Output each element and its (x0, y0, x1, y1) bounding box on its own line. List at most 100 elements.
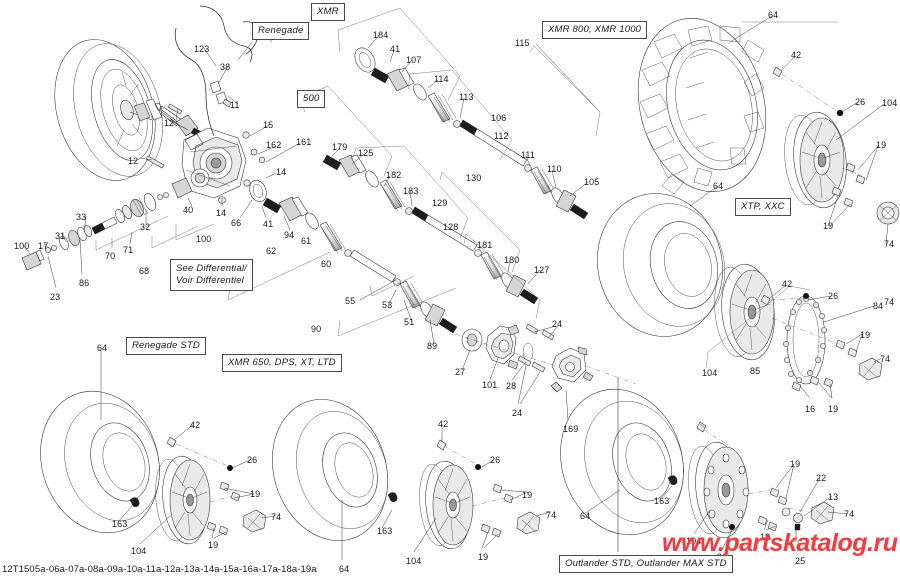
part-number: 100 (196, 234, 212, 244)
part-number: 42 (438, 419, 449, 429)
part-number: 74 (884, 239, 895, 249)
part-number: 104 (131, 546, 147, 556)
valve-cap-74-e (810, 501, 835, 525)
part-number: 114 (434, 74, 449, 84)
assembly-90-halfshaft-knuckle (227, 196, 637, 393)
part-number: 26 (828, 291, 839, 301)
part-number: 128 (443, 222, 459, 232)
part-number: 15 (263, 120, 274, 130)
callout-outlander-std: Outlander STD, Outlander MAX STD (559, 555, 733, 573)
part-number: 90 (311, 324, 322, 334)
part-number: 26 (855, 97, 866, 107)
part-number: 125 (358, 148, 374, 158)
differential-housing (181, 127, 247, 199)
beadlock-ring-84 (783, 295, 827, 385)
part-number: 64 (339, 564, 350, 574)
part-number: 106 (491, 113, 507, 123)
part-number: 123 (194, 44, 210, 54)
part-number: 32 (140, 222, 151, 232)
callout-renegade: Renegade (252, 22, 310, 40)
part-number: 41 (390, 44, 401, 54)
part-number: 104 (882, 98, 898, 108)
part-number: 107 (406, 55, 422, 65)
part-number: 112 (494, 131, 509, 141)
part-number: 19 (823, 221, 834, 231)
valve-cap-74-c (242, 509, 267, 533)
part-number: 130 (466, 173, 482, 183)
part-number: 68 (139, 266, 150, 276)
part-number: 62 (266, 246, 277, 256)
callout-text: Renegade (258, 25, 304, 36)
assembly-bottomcentre-xmr650 (272, 399, 541, 550)
part-number: 64 (580, 511, 591, 521)
part-number: 163 (112, 519, 128, 529)
part-number: 162 (266, 140, 282, 150)
wheel-xmr650 (419, 460, 474, 550)
wheel-renegade-std (155, 455, 211, 545)
callout-see-differential: See Differential/ Voir Différentiel (170, 259, 253, 291)
part-number: 31 (55, 231, 66, 241)
callout-text: 500 (303, 93, 320, 104)
assembly-bottomright-outlander-std (560, 378, 835, 552)
part-number: 19 (250, 489, 261, 499)
assembly-xmr-halfshaft (337, 7, 601, 220)
part-number: 74 (880, 354, 891, 364)
part-number: 26 (490, 455, 501, 465)
part-number: 64 (713, 181, 724, 191)
part-number: 42 (791, 50, 802, 60)
leader-lines (23, 15, 889, 560)
part-number: 127 (534, 265, 550, 275)
callout-text: XMR (317, 6, 339, 17)
part-number: 169 (563, 424, 579, 434)
callout-text: XMR 650, DPS, XT, LTD (228, 357, 336, 368)
assembly-topright-xmr-tire (637, 18, 900, 225)
part-number: 104 (406, 556, 422, 566)
part-number: 14 (216, 208, 227, 218)
part-number: 74 (271, 512, 282, 522)
part-number: 85 (750, 366, 761, 376)
part-number: 24 (552, 319, 563, 329)
part-number: 22 (816, 473, 827, 483)
part-number: 129 (432, 198, 448, 208)
part-number: 64 (768, 10, 779, 20)
part-number: 19 (828, 404, 839, 414)
part-number: 163 (377, 526, 393, 536)
part-number: 33 (76, 212, 87, 222)
part-number: 104 (686, 536, 702, 546)
part-number: 163 (654, 496, 670, 506)
part-number: 27 (455, 367, 466, 377)
callout-text: Outlander STD, Outlander MAX STD (565, 558, 727, 569)
part-number: 51 (404, 317, 415, 327)
part-number: 24 (512, 408, 523, 418)
part-number: 110 (547, 164, 562, 174)
part-number: 94 (284, 230, 295, 240)
valve-cap-74-d (516, 511, 541, 535)
callout-xmr800-1000: XMR 800, XMR 1000 (542, 21, 648, 39)
part-number: 181 (477, 240, 493, 250)
valve-cap-74-b (858, 357, 883, 381)
part-number: 60 (321, 259, 332, 269)
part-number: 180 (504, 255, 520, 265)
part-number: 101 (482, 380, 498, 390)
part-number: 12 (128, 156, 139, 166)
part-number: 182 (386, 170, 402, 180)
wheel-hub (550, 346, 594, 393)
callout-text: See Differential/ Voir Différentiel (176, 263, 247, 286)
wheel-beadlock (714, 263, 775, 361)
part-number: 19 (478, 552, 489, 562)
assembly-500-halfshaft (299, 85, 541, 319)
part-number: 13 (828, 492, 839, 502)
part-number: 17 (38, 241, 49, 251)
part-number: 84 (873, 301, 884, 311)
part-number: 19 (208, 540, 219, 550)
assembly-bottomleft-renegade-std (40, 390, 267, 545)
part-number: 74 (884, 297, 895, 307)
sheet-caption: 12T1505a-06a-07a-08a-09a-10a-11a-12a-13a… (2, 564, 317, 575)
part-number: 19 (522, 490, 533, 500)
knuckle (485, 324, 520, 370)
part-number: 66 (231, 218, 242, 228)
part-number: 19 (790, 459, 801, 469)
part-number: 19 (876, 140, 887, 150)
